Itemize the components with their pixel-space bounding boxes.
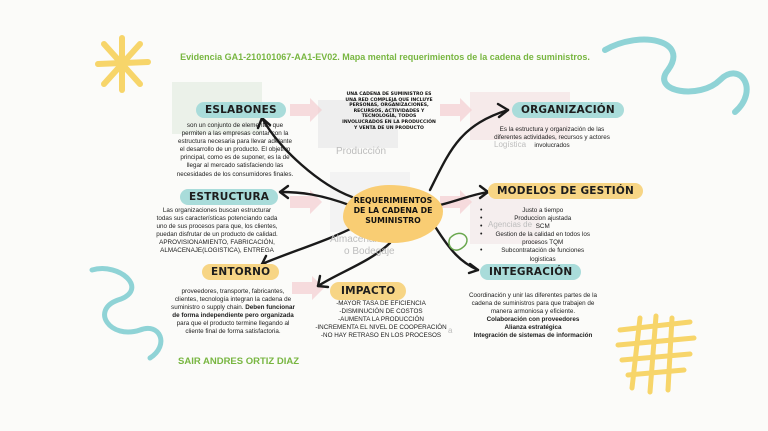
node-eslabones-text: son un conjunto de elementos que permite… <box>176 122 294 178</box>
faint-arrow-5 <box>292 276 324 300</box>
center-node-label: REQUERIMIENTOS DE LA CADENA DE SUMINISTR… <box>348 196 438 226</box>
node-organizacion-pill: ORGANIZACIÓN <box>512 102 624 118</box>
integracion-bold-line: Integración de sistemas de información <box>473 332 593 340</box>
node-modelos-list: •Justo a tiempo •Produccion ajustada •SC… <box>480 207 598 264</box>
entorno-text-part-2: para que el producto termine llegando al… <box>176 320 290 336</box>
center-node-blob <box>343 185 443 243</box>
node-organizacion-text: Es la estructura y organización de las d… <box>494 126 610 150</box>
impacto-item: -NO HAY RETRASO EN LOS PROCESOS <box>320 332 442 340</box>
modelos-item: •Subcontratación de funciones logisticas <box>480 247 585 263</box>
squiggle-decoration-top-right <box>602 36 750 115</box>
faint-illustration-factory <box>318 100 398 148</box>
node-integracion-pill: INTEGRACIÓN <box>480 264 582 280</box>
squiggle-decoration-bottom-left <box>89 266 164 361</box>
supply-chain-definition: UNA CADENA DE SUMINISTRO ES UNA RED COMP… <box>342 92 436 131</box>
author-name: SAIR ANDRES ORTIZ DIAZ <box>178 356 300 367</box>
faint-illustration-agencias <box>470 196 540 244</box>
background-word-stray: a <box>448 326 453 335</box>
connector-arrows <box>260 108 510 288</box>
arrow-to-estructura <box>278 190 354 208</box>
background-word-bodegaje: o Bodegaje <box>344 246 395 257</box>
integracion-bold-line: Alianza estratégica <box>504 324 562 332</box>
arrow-to-modelos <box>438 190 490 207</box>
node-eslabones-pill: ESLABONES <box>196 102 286 118</box>
modelos-item: •Produccion ajustada <box>480 215 572 223</box>
node-integracion-text: Coordinación y unir las diferentes parte… <box>466 292 600 341</box>
modelos-item: •Gestion de la calidad en todos los proc… <box>480 231 590 247</box>
node-estructura-text: Las organizaciones buscan estructurar to… <box>156 207 278 255</box>
leaf-decoration <box>448 232 468 251</box>
faint-arrow-1 <box>290 98 322 122</box>
integracion-description: Coordinación y unir las diferentes parte… <box>468 292 598 316</box>
modelos-item: •Justo a tiempo <box>480 207 564 214</box>
integracion-bold-line: Colaboración con proveedores <box>486 316 580 324</box>
entorno-text-bold: Deben funcionar de forma independiente p… <box>172 304 295 320</box>
impacto-item: -AUMENTA LA PRODUCCIÓN <box>338 316 424 324</box>
center-label-line-2: DE LA CADENA DE <box>353 206 433 215</box>
center-label-line-3: SUMINISTRO <box>365 216 421 225</box>
node-estructura-pill: ESTRUCTURA <box>180 189 279 205</box>
center-label-line-1: REQUERIMIENTOS <box>353 196 433 205</box>
faint-arrow-2 <box>440 98 472 122</box>
modelos-item: •SCM <box>480 223 550 231</box>
arrow-to-impacto <box>316 241 392 288</box>
node-modelos-pill: MODELOS DE GESTIÓN <box>488 183 644 199</box>
node-entorno-text: proveedores, transporte, fabricantes, cl… <box>170 288 296 337</box>
impacto-item: -INCREMENTA EL NIVEL DE COOPERACIÓN <box>315 324 447 332</box>
node-impacto-pill: IMPACTO <box>330 282 407 300</box>
hatched-blob-decoration-bottom-right <box>615 313 697 395</box>
arrow-to-eslabones <box>260 116 354 199</box>
node-impacto-list: -MAYOR TASA DE EFICIENCIA -DISMINUCIÓN D… <box>310 300 452 340</box>
entorno-text-part-1: proveedores, transporte, fabricantes, cl… <box>171 288 292 312</box>
background-word-agencias: Agencias de <box>488 220 533 229</box>
impacto-item: -MAYOR TASA DE EFICIENCIA <box>336 300 426 307</box>
node-entorno-pill: ENTORNO <box>202 264 280 280</box>
impacto-item: -DISMINUCIÓN DE COSTOS <box>339 308 423 316</box>
arrow-to-entorno <box>260 224 358 266</box>
arrow-to-organizacion <box>428 108 510 192</box>
faint-arrow-4 <box>440 190 472 214</box>
background-word-logistica: Logística <box>494 140 527 149</box>
starburst-decoration-top-left <box>95 35 151 93</box>
background-word-produccion: Producción <box>336 146 387 157</box>
page-title: Evidencia GA1-210101067-AA1-EV02. Mapa m… <box>180 52 590 62</box>
